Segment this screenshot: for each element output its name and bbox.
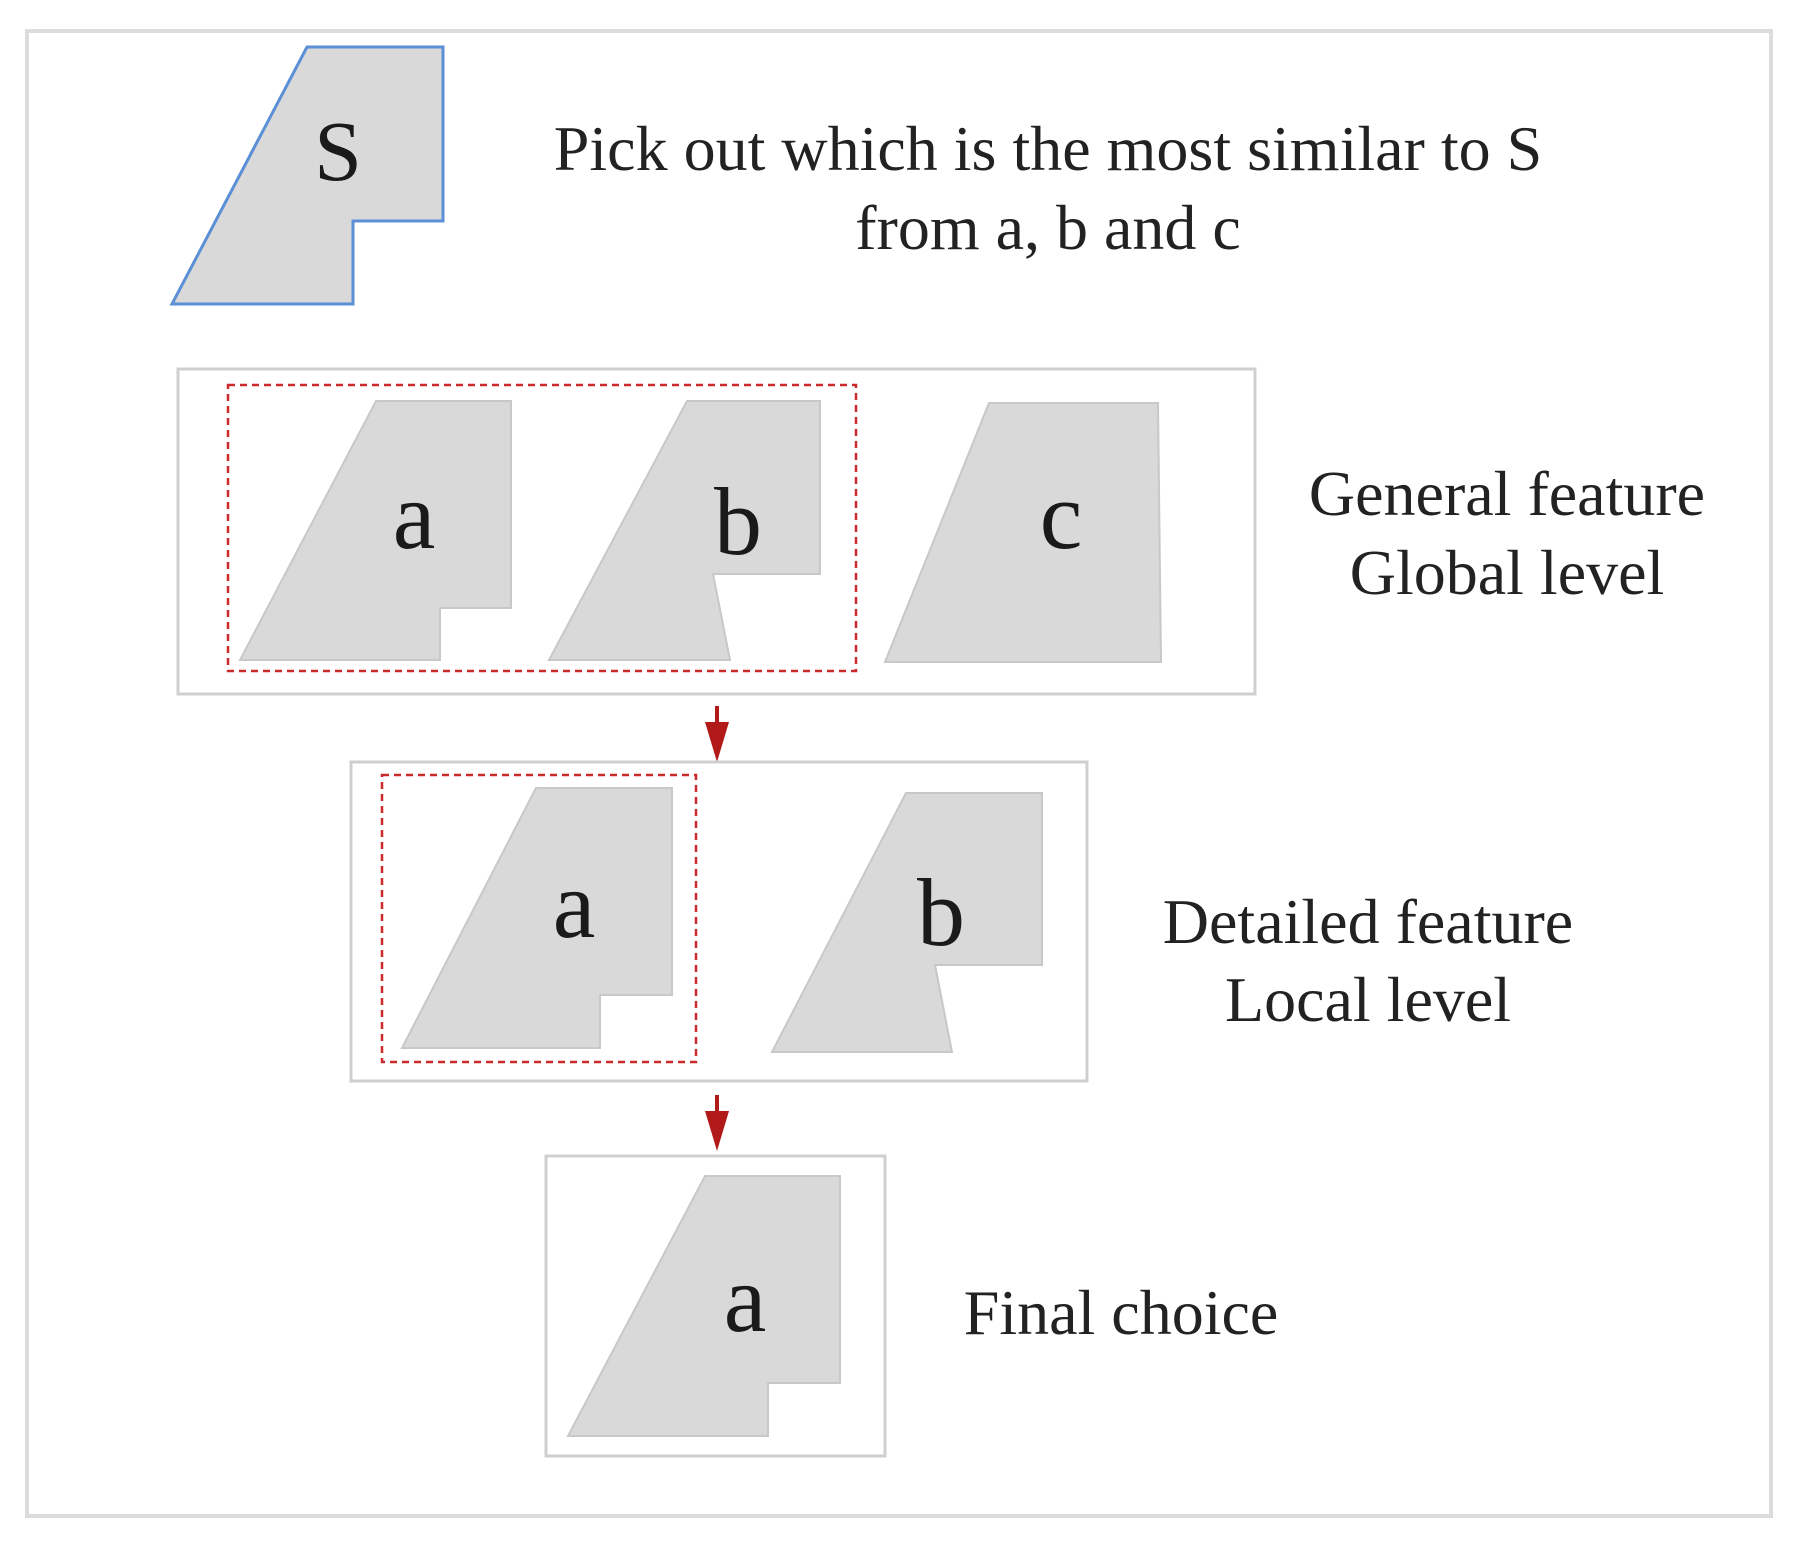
shape-b-local-body — [770, 792, 1043, 1053]
shape-a-local-label: a — [553, 851, 596, 958]
shape-b-local: b — [770, 792, 1043, 1053]
question-line-1: Pick out which is the most similar to S — [554, 113, 1542, 184]
shape-b-global-body — [547, 400, 821, 661]
final-choice-label: Final choice — [964, 1277, 1279, 1348]
shape-c-global-label: c — [1040, 462, 1083, 569]
global-level-panel: a b c — [176, 367, 1257, 696]
shape-a-final-body — [566, 1175, 841, 1437]
shape-a-global-label: a — [393, 462, 436, 569]
reference-shape: S — [169, 45, 445, 306]
shape-a-global-body — [238, 400, 512, 661]
shape-a-local-body — [400, 787, 673, 1049]
global-level-title: General feature — [1309, 458, 1705, 529]
reference-shape-body — [169, 45, 445, 306]
shape-b-global-label: b — [714, 468, 762, 575]
shape-a-final: a — [566, 1175, 841, 1437]
shape-c-global: c — [883, 402, 1163, 663]
shape-a-global: a — [238, 400, 512, 661]
local-level-title: Detailed feature — [1163, 886, 1573, 957]
shape-c-global-body — [883, 402, 1163, 663]
local-selection-highlight — [380, 773, 698, 1064]
shape-b-global: b — [547, 400, 821, 661]
shape-a-final-label: a — [724, 1245, 767, 1352]
reference-shape-label: S — [314, 103, 362, 199]
shape-a-local: a — [400, 787, 673, 1049]
global-selection-highlight — [226, 383, 858, 673]
shape-b-local-label: b — [917, 859, 965, 966]
local-level-panel: a b — [349, 760, 1089, 1083]
question-line-2: from a, b and c — [855, 192, 1241, 263]
global-level-subtitle: Global level — [1350, 537, 1665, 608]
final-choice-panel: a — [544, 1154, 887, 1458]
local-level-subtitle: Local level — [1225, 964, 1511, 1035]
